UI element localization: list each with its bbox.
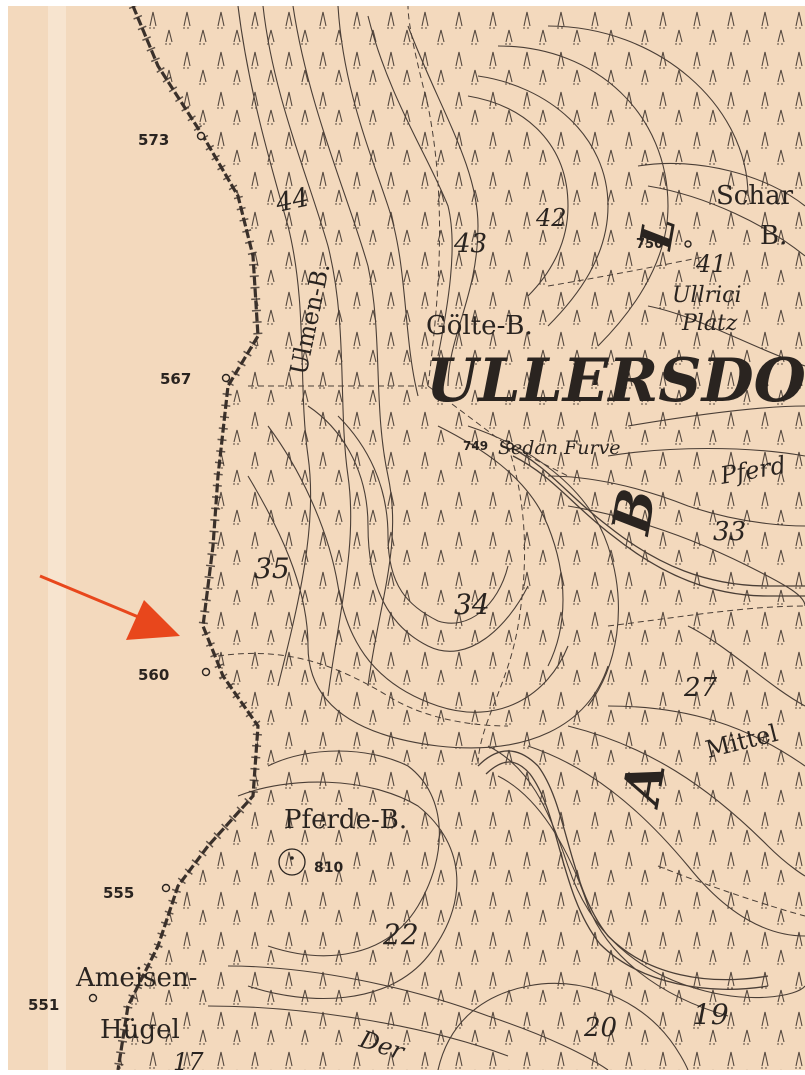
boundary-height-573: 573 bbox=[138, 131, 169, 149]
section-number-42: 42 bbox=[535, 204, 567, 232]
label-sedan-furve: Sedan Furve bbox=[498, 437, 621, 459]
spot-height-749: 749 bbox=[463, 439, 488, 453]
spot-height-810: 810 bbox=[314, 860, 343, 876]
forest-area bbox=[118, 6, 805, 1070]
summit-dot bbox=[290, 856, 294, 860]
label-schar: Schar bbox=[716, 181, 794, 211]
arrow-icon bbox=[39, 574, 180, 640]
section-number-17: 17 bbox=[173, 1048, 204, 1070]
section-number-43: 43 bbox=[453, 229, 487, 259]
section-number-33: 33 bbox=[713, 517, 746, 547]
boundary-height-560: 560 bbox=[138, 666, 169, 684]
section-numbers: 44 43 42 41 35 34 33 27 22 20 19 17 bbox=[173, 183, 746, 1070]
section-number-34: 34 bbox=[454, 588, 490, 621]
summit-marker bbox=[278, 848, 306, 876]
boundary-markers bbox=[88, 131, 692, 1003]
label-golte-b: Gölte-B. bbox=[426, 311, 533, 341]
label-ullersdo: ULLERSDO bbox=[426, 346, 805, 416]
section-number-20: 20 bbox=[583, 1013, 617, 1043]
section-number-44: 44 bbox=[272, 183, 312, 219]
label-ameisen: Ameisen- bbox=[75, 963, 197, 993]
topographic-map: 573 567 560 555 551 750 749 810 44 43 42… bbox=[8, 6, 805, 1070]
main-road bbox=[477, 445, 805, 990]
section-number-22: 22 bbox=[382, 918, 419, 951]
boundary-height-555: 555 bbox=[103, 884, 134, 902]
label-ullrici: Ullrici bbox=[672, 283, 742, 308]
label-platz: Platz bbox=[681, 311, 738, 336]
label-b-abbrev: B. bbox=[760, 221, 787, 251]
boundary-height-551: 551 bbox=[28, 996, 59, 1014]
boundary-height-567: 567 bbox=[160, 370, 191, 388]
label-hugel: Hügel bbox=[100, 1015, 180, 1045]
contour-lines bbox=[207, 6, 805, 1070]
paper-stripe bbox=[48, 6, 66, 1070]
spot-height-750: 750 bbox=[636, 237, 663, 252]
forest-boundary bbox=[116, 6, 260, 1070]
label-pferde-b: Pferde-B. bbox=[284, 805, 407, 835]
map-canvas: 573 567 560 555 551 750 749 810 44 43 42… bbox=[28, 6, 805, 1070]
dashed-roads bbox=[217, 6, 805, 917]
section-number-27: 27 bbox=[683, 673, 718, 703]
section-number-41: 41 bbox=[695, 250, 727, 278]
section-number-19: 19 bbox=[693, 998, 729, 1031]
section-number-35: 35 bbox=[254, 552, 290, 585]
